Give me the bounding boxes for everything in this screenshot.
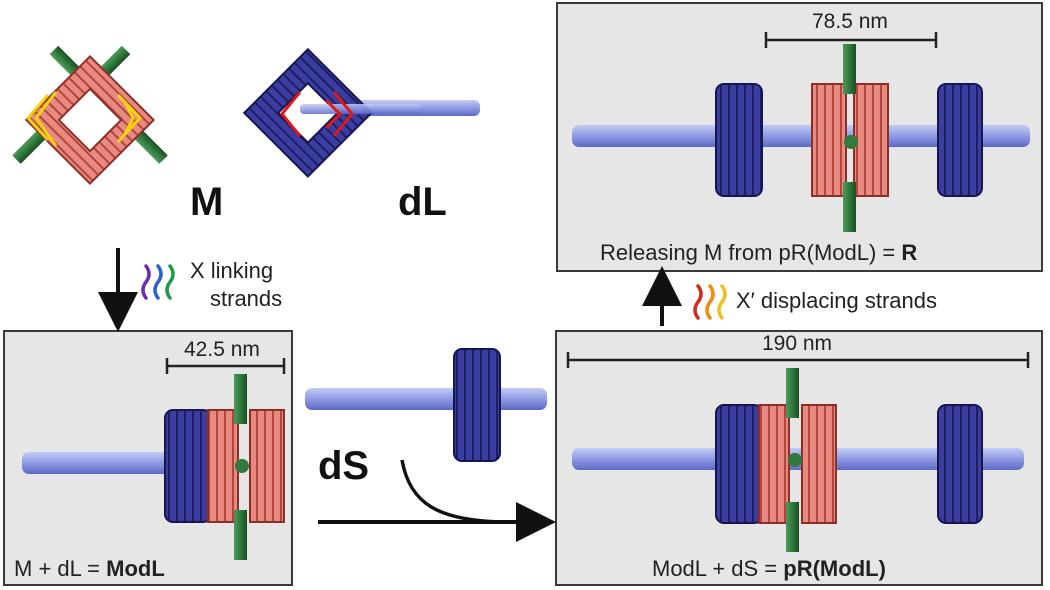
label-ds: dS — [318, 444, 370, 488]
modl-structure — [22, 358, 286, 560]
module-ds-icon — [305, 348, 547, 462]
modl-caption-name: ModL — [106, 556, 165, 581]
prmodl-caption-name: pR(ModL) — [783, 556, 886, 581]
merge-curve — [400, 459, 501, 524]
module-m-icon — [12, 45, 168, 186]
modl-scale-label: 42.5 nm — [184, 338, 260, 361]
r-scale-label: 78.5 nm — [812, 10, 888, 33]
modl-caption: M + dL = ModL — [14, 556, 165, 582]
prmodl-caption-text: ModL + dS = — [652, 556, 784, 581]
modl-caption-text: M + dL = — [14, 556, 107, 581]
label-m: M — [190, 180, 224, 224]
linking-text-1: X linking — [190, 258, 274, 283]
linking-text-2: strands — [210, 286, 283, 311]
r-caption: Releasing M from pR(ModL) = R — [600, 240, 917, 266]
label-dl: dL — [398, 180, 447, 224]
displacing-text: X′ displacing strands — [736, 288, 938, 313]
displacing-strands-icon — [693, 284, 727, 320]
linking-strands-icon — [141, 264, 175, 300]
prmodl-scale-label: 190 nm — [762, 332, 833, 355]
r-caption-text: Releasing M from pR(ModL) = — [600, 240, 902, 265]
prmodl-structure — [566, 352, 1030, 552]
module-dl-icon — [242, 47, 480, 178]
prmodl-caption: ModL + dS = pR(ModL) — [652, 556, 886, 582]
r-structure — [572, 32, 1030, 232]
r-caption-name: R — [901, 240, 918, 265]
